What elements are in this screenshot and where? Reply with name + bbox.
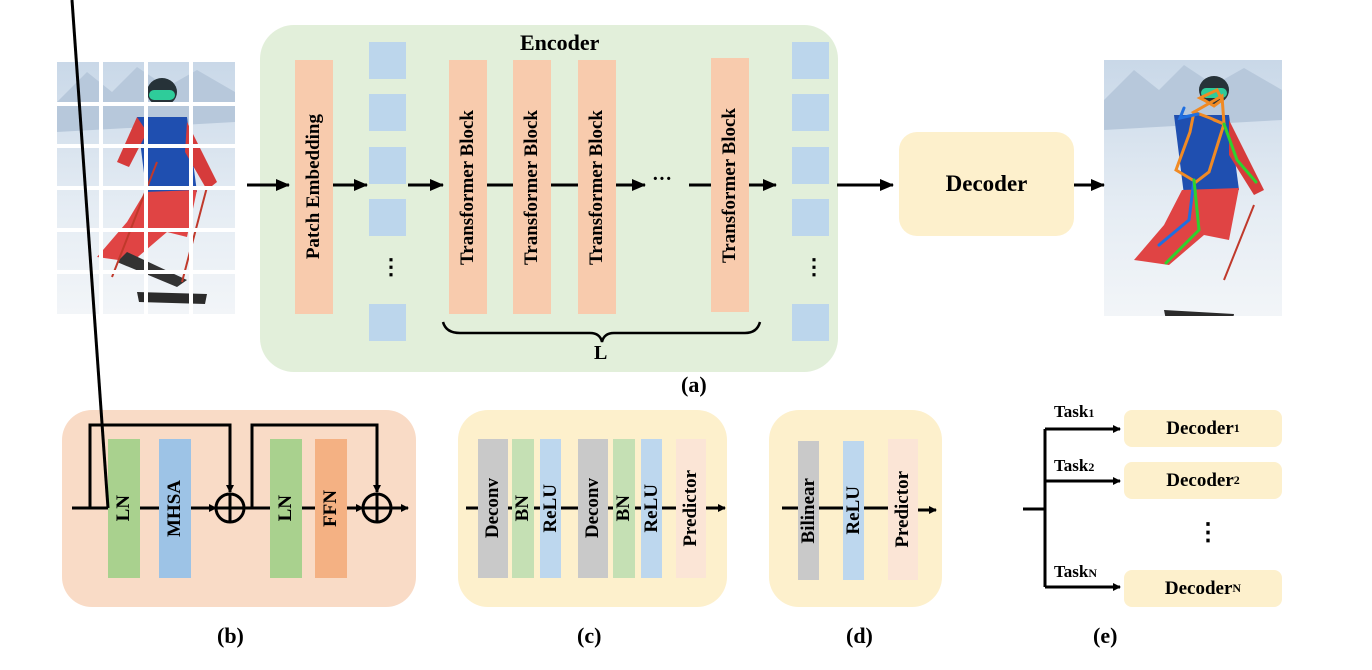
ffn-block: FFN — [315, 439, 347, 578]
relu-block-2: ReLU — [641, 439, 662, 578]
task-label-2: Task2 — [1054, 456, 1095, 475]
token-output — [792, 147, 829, 184]
token-output — [792, 94, 829, 131]
ffn-label: FFN — [320, 490, 341, 527]
token-embedding — [369, 147, 406, 184]
bn-label: BN — [613, 495, 634, 522]
repeat-label: L — [594, 342, 608, 364]
token-output — [792, 199, 829, 236]
encoder-title: Encoder — [520, 30, 600, 55]
mhsa-label: MHSA — [164, 480, 185, 537]
deconv-block-1: Deconv — [478, 439, 508, 578]
blocks-ellipsis: ··· — [652, 168, 673, 190]
bn-label: BN — [512, 495, 533, 522]
token-ellipsis: ⋮ — [380, 254, 402, 279]
decoders-ellipsis: ⋮ — [1196, 520, 1220, 546]
token-output — [792, 42, 829, 79]
output-image-pose — [1104, 60, 1282, 316]
predictor-block-d: Predictor — [888, 439, 918, 580]
bn-block-1: BN — [512, 439, 534, 578]
transformer-block-L: Transformer Block — [711, 58, 749, 312]
mhsa-block: MHSA — [159, 439, 191, 578]
transformer-block-1: Transformer Block — [449, 60, 487, 314]
token-ellipsis: ⋮ — [803, 254, 825, 279]
predictor-label: Predictor — [680, 470, 701, 547]
input-image-patches — [57, 62, 235, 314]
relu-label: ReLU — [640, 484, 662, 533]
ln-label: LN — [275, 495, 296, 522]
bilinear-label: Bilinear — [797, 477, 819, 544]
deconv-label: Deconv — [582, 478, 603, 539]
deconv-label: Deconv — [482, 478, 503, 539]
token-embedding — [369, 199, 406, 236]
decoder-label: Decoder — [945, 171, 1028, 196]
decoder-block: Decoder — [899, 132, 1074, 236]
caption-b: (b) — [217, 623, 244, 648]
patch-embedding-label: Patch Embedding — [303, 114, 324, 260]
predictor-block-c: Predictor — [676, 439, 706, 578]
patch-embedding-block: Patch Embedding — [295, 60, 333, 314]
relu-block-d: ReLU — [843, 441, 864, 580]
transformer-block-label: Transformer Block — [521, 109, 542, 265]
relu-label: ReLU — [539, 484, 561, 533]
caption-a: (a) — [681, 372, 707, 397]
transformer-block-label: Transformer Block — [457, 109, 478, 265]
transformer-block-2: Transformer Block — [513, 60, 551, 314]
transformer-block-3: Transformer Block — [578, 60, 616, 314]
task-label-n: TaskN — [1054, 562, 1098, 581]
token-embedding — [369, 304, 406, 341]
ln-label: LN — [113, 495, 134, 522]
task-label-1: Task1 — [1054, 402, 1095, 421]
deconv-block-2: Deconv — [578, 439, 608, 578]
token-output — [792, 304, 829, 341]
predictor-label: Predictor — [892, 471, 913, 548]
bn-block-2: BN — [613, 439, 635, 578]
transformer-block-label: Transformer Block — [586, 109, 607, 265]
caption-c: (c) — [577, 623, 602, 648]
token-embedding — [369, 94, 406, 131]
relu-label: ReLU — [842, 486, 864, 535]
relu-block-1: ReLU — [540, 439, 561, 578]
caption-e: (e) — [1093, 623, 1118, 648]
transformer-block-label: Transformer Block — [719, 107, 740, 263]
bilinear-block: Bilinear — [798, 441, 819, 580]
skier-pose-photo-icon — [1104, 60, 1282, 316]
caption-d: (d) — [846, 623, 873, 648]
ln-block-2: LN — [270, 439, 302, 578]
token-embedding — [369, 42, 406, 79]
skier-photo-icon — [57, 62, 235, 314]
ln-block-1: LN — [108, 439, 140, 578]
